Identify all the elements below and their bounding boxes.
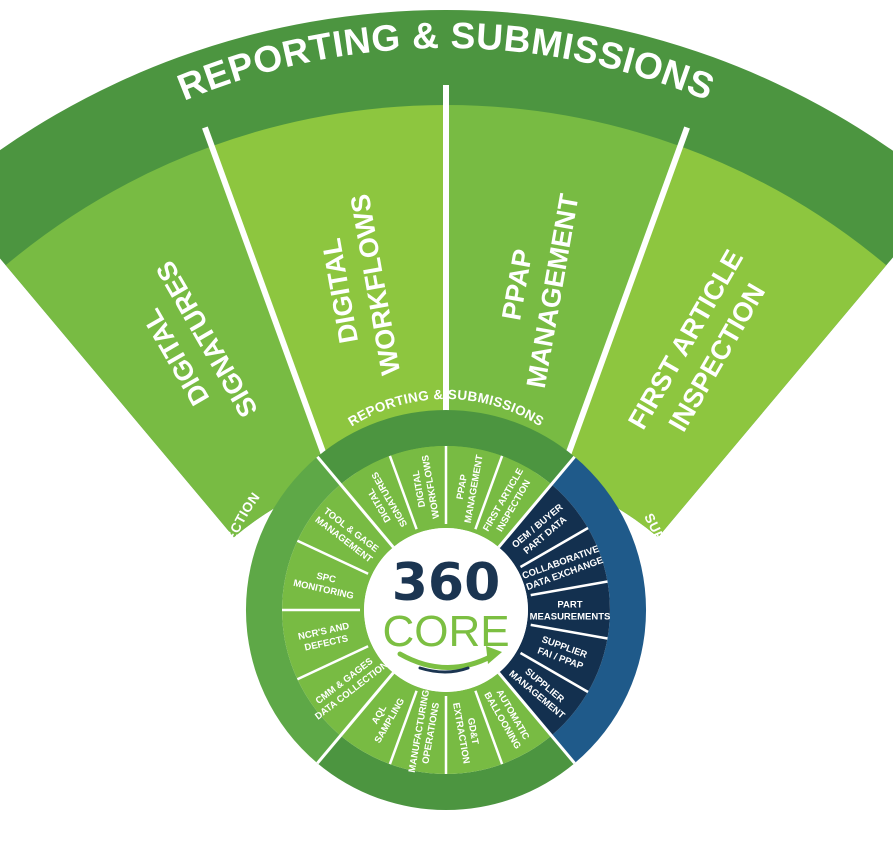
fan-sector bbox=[558, 146, 887, 538]
segment-divider bbox=[474, 690, 504, 765]
quadrant-divider bbox=[497, 671, 576, 765]
ring-label-supplier: SUPPLIER COLLABORATION bbox=[641, 511, 681, 709]
segment-divider bbox=[474, 455, 504, 530]
core-logo: 360 CORE bbox=[364, 528, 528, 692]
core-number: 360 bbox=[392, 553, 501, 613]
segment-divider bbox=[530, 623, 608, 640]
circular-arrow-icon bbox=[397, 646, 502, 674]
quadrant-divider bbox=[497, 455, 576, 549]
fan-divider bbox=[202, 126, 336, 481]
segment-group-supplier bbox=[498, 484, 610, 736]
segment-divider bbox=[296, 645, 369, 681]
fan-divider bbox=[556, 126, 690, 481]
segment-divider bbox=[519, 526, 589, 569]
segment-divider bbox=[530, 580, 608, 597]
ring-band-production bbox=[245, 456, 341, 764]
ring-band-supplier bbox=[551, 456, 647, 764]
fan-sector bbox=[211, 105, 446, 480]
ring-band-planning bbox=[317, 735, 575, 811]
segment-divider bbox=[388, 455, 418, 530]
ring-band-reporting bbox=[317, 409, 575, 485]
quadrant-divider bbox=[316, 671, 395, 765]
segment-divider bbox=[296, 539, 369, 575]
quadrant-divider bbox=[316, 455, 395, 549]
fan-sector bbox=[446, 105, 681, 480]
segment-divider bbox=[388, 690, 418, 765]
segment-divider bbox=[519, 651, 589, 694]
fan-sector bbox=[5, 146, 334, 538]
